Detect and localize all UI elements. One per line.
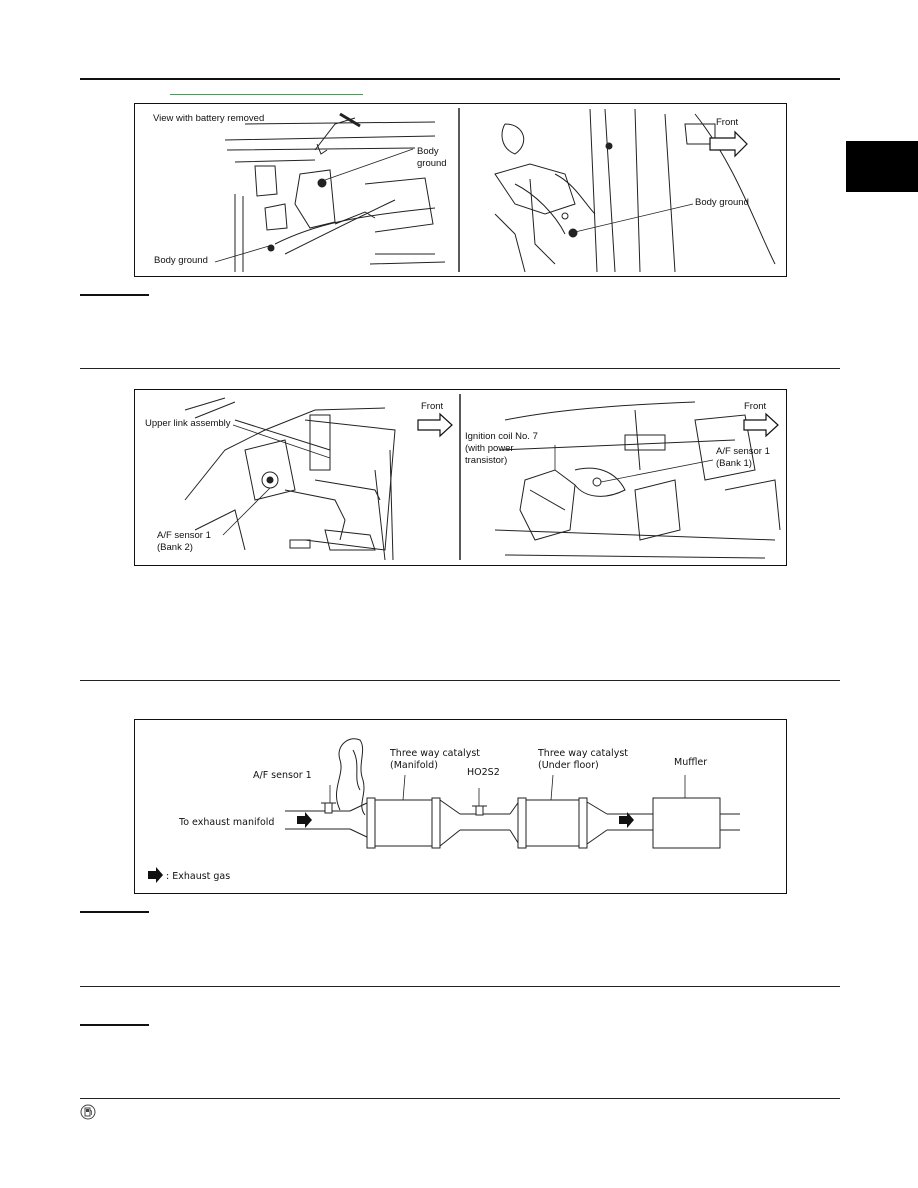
header-rule	[80, 78, 840, 80]
label-upper-link-assembly: Upper link assembly	[145, 418, 231, 429]
section-divider	[80, 680, 840, 681]
gasoline-engine-icon	[80, 1104, 96, 1120]
note-rule	[80, 294, 149, 296]
label-front-left: Front	[421, 401, 444, 412]
label-to-exhaust-manifold: To exhaust manifold	[179, 817, 275, 828]
label-ho2s2: HO2S2	[467, 767, 500, 778]
arrow-right-icon	[148, 812, 634, 883]
figure-exhaust-drawing	[148, 738, 740, 883]
label-body-ground-right: Body ground	[695, 197, 749, 208]
label-ignition-coil: Ignition coil No. 7 (with power transist…	[465, 431, 538, 466]
section-divider	[80, 368, 840, 369]
figure-af-sensor-drawing	[184, 394, 781, 561]
label-muffler: Muffler	[674, 757, 708, 768]
footer-rule	[80, 1098, 840, 1099]
figure-exhaust-system: A/F sensor 1 Three way catalyst (Manifol…	[134, 719, 787, 894]
figure-af-sensor-locations: Front Upper link assembly A/F sensor 1 (…	[134, 389, 787, 566]
label-af-sensor-bank2: A/F sensor 1 (Bank 2)	[157, 530, 211, 553]
label-af-sensor-1: A/F sensor 1	[253, 770, 312, 781]
label-front: Front	[716, 117, 739, 128]
label-front-right: Front	[744, 401, 767, 412]
label-body-ground-top: Body ground	[417, 146, 447, 169]
figure-body-ground: View with battery removed Body ground Bo…	[134, 103, 787, 277]
section-tab[interactable]	[846, 141, 918, 192]
legend-exhaust-gas: : Exhaust gas	[166, 871, 231, 882]
section-link-underline[interactable]	[170, 94, 363, 95]
note-rule	[80, 1024, 149, 1026]
section-divider	[80, 986, 840, 987]
note-rule	[80, 911, 149, 913]
label-af-sensor-bank1: A/F sensor 1 (Bank 1)	[716, 446, 770, 469]
label-catalyst-manifold: Three way catalyst (Manifold)	[390, 748, 480, 771]
caption-battery-removed: View with battery removed	[153, 113, 265, 124]
label-body-ground-bottom: Body ground	[154, 255, 208, 266]
figure-body-ground-drawing	[214, 108, 776, 273]
label-catalyst-under-floor: Three way catalyst (Under floor)	[538, 748, 628, 771]
